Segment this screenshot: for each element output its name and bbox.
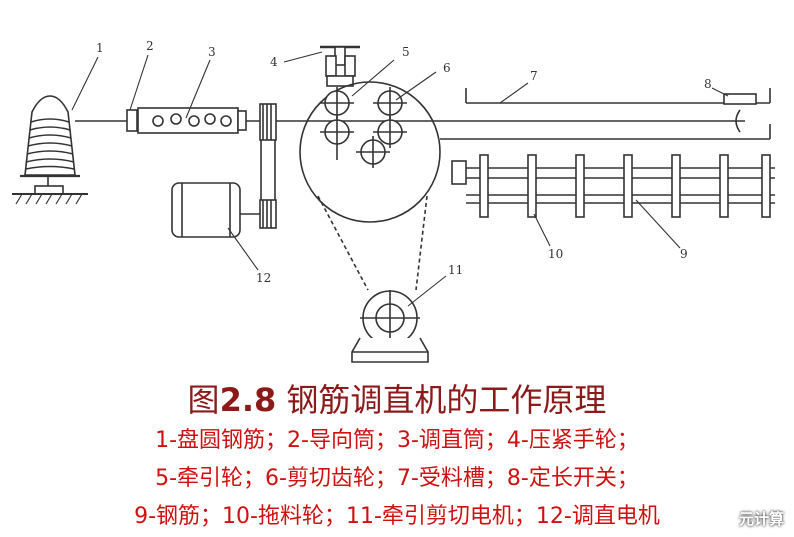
guide-tube-part-2 <box>126 109 138 132</box>
caption: 图2.8 钢筋调直机的工作原理 1-盘圆钢筋；2-导向筒；3-调直筒；4-压紧手… <box>0 378 794 536</box>
part-number-9: 9 <box>680 247 688 261</box>
part-number-8: 8 <box>704 77 712 91</box>
part-number-5: 5 <box>402 45 410 59</box>
receiving-trough-part-7 <box>440 88 771 140</box>
part-number-3: 3 <box>208 45 216 59</box>
traction-roller-part-5 <box>320 87 354 160</box>
part-number-texts: 1 2 3 4 5 6 7 8 9 10 11 12 <box>96 39 712 285</box>
legend-line-3: 9-钢筋；10-拖料轮；11-牵引剪切电机；12-调直电机 <box>134 504 660 529</box>
figure-number: 2.8 <box>219 381 277 419</box>
legend-line-2: 5-牵引轮；6-剪切齿轮；7-受料槽；8-定长开关； <box>155 466 639 491</box>
feed-and-cut-assembly <box>299 81 441 223</box>
figure-title: 图2.8 钢筋调直机的工作原理 <box>0 378 794 422</box>
watermark: 元计算 <box>738 510 784 528</box>
figure-title-text: 钢筋调直机的工作原理 <box>276 381 607 419</box>
rebar-and-drag-rollers <box>451 154 775 218</box>
part-number-1: 1 <box>96 41 104 55</box>
straightening-motor-part-12 <box>171 103 277 238</box>
figure-label: 图 <box>187 381 220 419</box>
drag-roller-part-10 <box>479 154 771 218</box>
part-number-6: 6 <box>443 61 451 75</box>
part-number-10: 10 <box>548 247 563 261</box>
part-number-11: 11 <box>448 263 463 277</box>
part-labels <box>71 51 729 307</box>
legend-line-1: 1-盘圆钢筋；2-导向筒；3-调直筒；4-压紧手轮； <box>155 428 639 453</box>
part-number-2: 2 <box>146 39 154 53</box>
straightening-drum-part-3 <box>137 107 247 134</box>
part-number-4: 4 <box>270 55 278 69</box>
length-switch-part-8 <box>723 93 757 133</box>
part-number-7: 7 <box>530 69 538 83</box>
coil-part-1 <box>12 95 88 205</box>
hand-wheel-part-4 <box>320 45 360 87</box>
machine-diagram: 1 2 3 4 5 6 7 8 9 10 11 12 <box>12 39 775 363</box>
part-number-12: 12 <box>256 271 271 285</box>
shear-gear-part-6 <box>356 87 407 168</box>
traction-shear-motor-part-11 <box>351 290 429 363</box>
